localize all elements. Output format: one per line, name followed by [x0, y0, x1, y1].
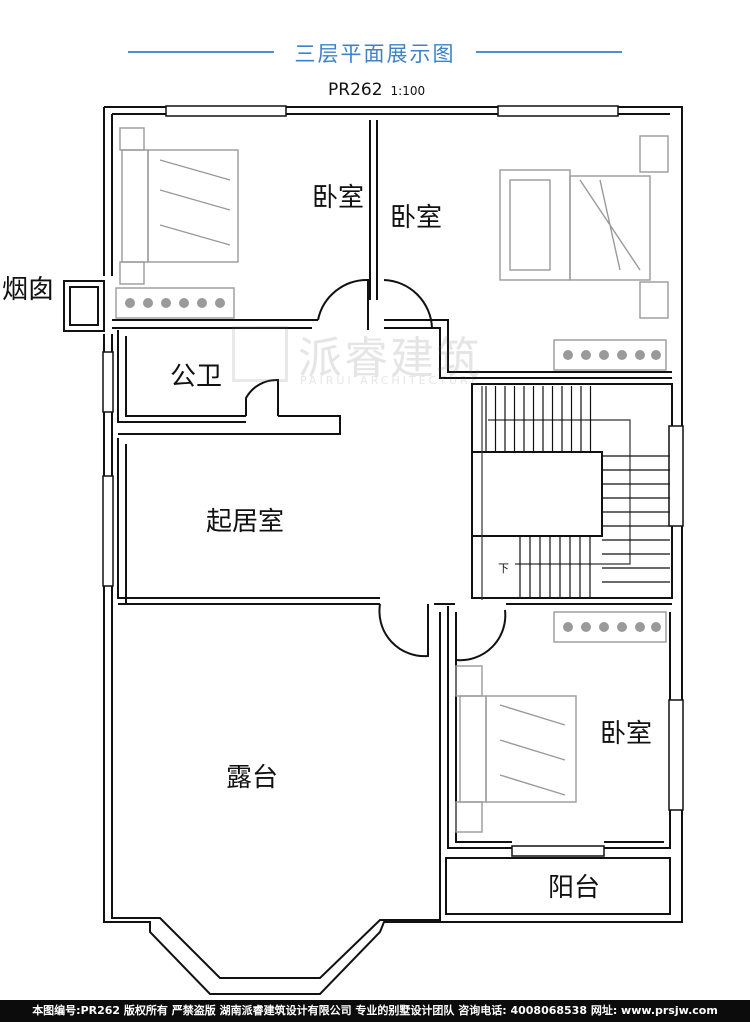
label-balcony: 阳台: [548, 873, 600, 903]
plan-subtitle: PR262 1:100: [328, 80, 425, 100]
furniture: [115, 127, 669, 833]
watermark-subtitle: PAIRUI ARCHITECTURE: [300, 374, 481, 387]
walls: [63, 106, 683, 995]
watermark: 派睿建筑 PAIRUI ARCHITECTURE: [232, 322, 532, 392]
watermark-logo-icon: [232, 326, 288, 382]
title-rule-left: [128, 51, 274, 53]
watermark-name: 派睿建筑: [298, 333, 482, 384]
label-chimney: 烟囱: [2, 275, 54, 305]
stair-treads: [485, 386, 670, 598]
label-bedroom-ne: 卧室: [390, 203, 442, 233]
label-bedroom-se: 卧室: [600, 719, 652, 749]
wardrobe-hangers: [125, 298, 661, 632]
plan-code: PR262: [328, 80, 383, 100]
label-bedroom-nw: 卧室: [312, 183, 364, 213]
label-terrace: 露台: [226, 763, 278, 793]
plan-scale: 1:100: [390, 84, 426, 98]
label-stair-down: 下: [498, 562, 509, 575]
page-title: 三层平面展示图: [294, 42, 456, 66]
windows: [102, 105, 684, 857]
label-bathroom: 公卫: [170, 362, 222, 392]
label-living-room: 起居室: [206, 507, 284, 537]
footer-copyright: 本图编号:PR262 版权所有 严禁盗版 湖南派睿建筑设计有限公司 专业的别墅设…: [0, 1000, 750, 1022]
title-rule-right: [476, 51, 622, 53]
